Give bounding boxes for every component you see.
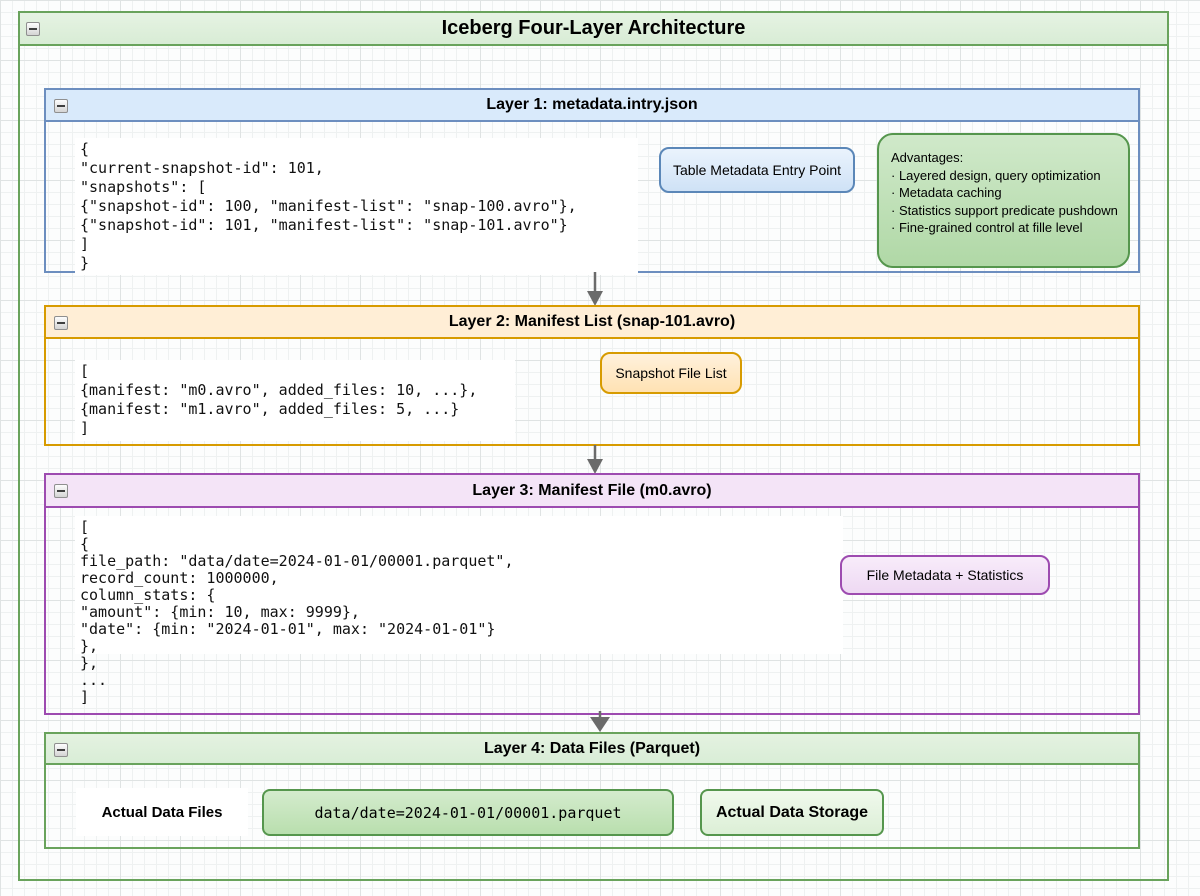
minus-icon <box>57 490 65 492</box>
layer3-code-panel <box>75 516 843 654</box>
layer1-code-block: { "current-snapshot-id": 101, "snapshots… <box>75 138 638 275</box>
minus-icon <box>57 105 65 107</box>
layer3-header: Layer 3: Manifest File (m0.avro) <box>46 475 1138 508</box>
file-metadata-statistics-badge[interactable]: File Metadata + Statistics <box>840 555 1050 595</box>
layer4-title: Layer 4: Data Files (Parquet) <box>483 739 701 757</box>
diagram-title: Iceberg Four-Layer Architecture <box>441 17 746 39</box>
actual-data-storage-badge[interactable]: Actual Data Storage <box>700 789 884 836</box>
collapse-button-layer3[interactable] <box>54 484 68 498</box>
layer1-title: Layer 1: metadata.intry.json <box>486 96 698 113</box>
outer-header: Iceberg Four-Layer Architecture <box>20 13 1167 46</box>
layer2-container[interactable]: Layer 2: Manifest List (snap-101.avro) <box>44 305 1140 446</box>
actual-data-files-label: Actual Data Files <box>76 788 248 836</box>
layer1-container[interactable]: Layer 1: metadata.intry.json <box>44 88 1140 273</box>
outer-container-iceberg-architecture[interactable]: Iceberg Four-Layer Architecture <box>18 11 1169 881</box>
table-metadata-entry-point-badge[interactable]: Table Metadata Entry Point <box>659 147 855 193</box>
minus-icon <box>29 28 37 30</box>
layer3-container[interactable]: Layer 3: Manifest File (m0.avro) <box>44 473 1140 715</box>
collapse-button-layer1[interactable] <box>54 99 68 113</box>
minus-icon <box>57 749 65 751</box>
parquet-file-path-box[interactable]: data/date=2024-01-01/00001.parquet <box>262 789 674 836</box>
layer2-code-block: [ {manifest: "m0.avro", added_files: 10,… <box>75 360 515 441</box>
layer3-code-block: [ { file_path: "data/date=2024-01-01/000… <box>80 518 514 706</box>
minus-icon <box>57 322 65 324</box>
snapshot-file-list-badge[interactable]: Snapshot File List <box>600 352 742 394</box>
layer1-header: Layer 1: metadata.intry.json <box>46 90 1138 122</box>
advantages-note[interactable]: Advantages: · Layered design, query opti… <box>877 133 1130 268</box>
layer3-title: Layer 3: Manifest File (m0.avro) <box>472 481 712 499</box>
collapse-button-outer[interactable] <box>26 22 40 36</box>
collapse-button-layer4[interactable] <box>54 743 68 757</box>
layer2-title: Layer 2: Manifest List (snap-101.avro) <box>448 313 736 330</box>
collapse-button-layer2[interactable] <box>54 316 68 330</box>
layer4-container[interactable]: Layer 4: Data Files (Parquet) <box>44 732 1140 849</box>
layer4-header: Layer 4: Data Files (Parquet) <box>46 734 1138 765</box>
layer2-header: Layer 2: Manifest List (snap-101.avro) <box>46 307 1138 339</box>
